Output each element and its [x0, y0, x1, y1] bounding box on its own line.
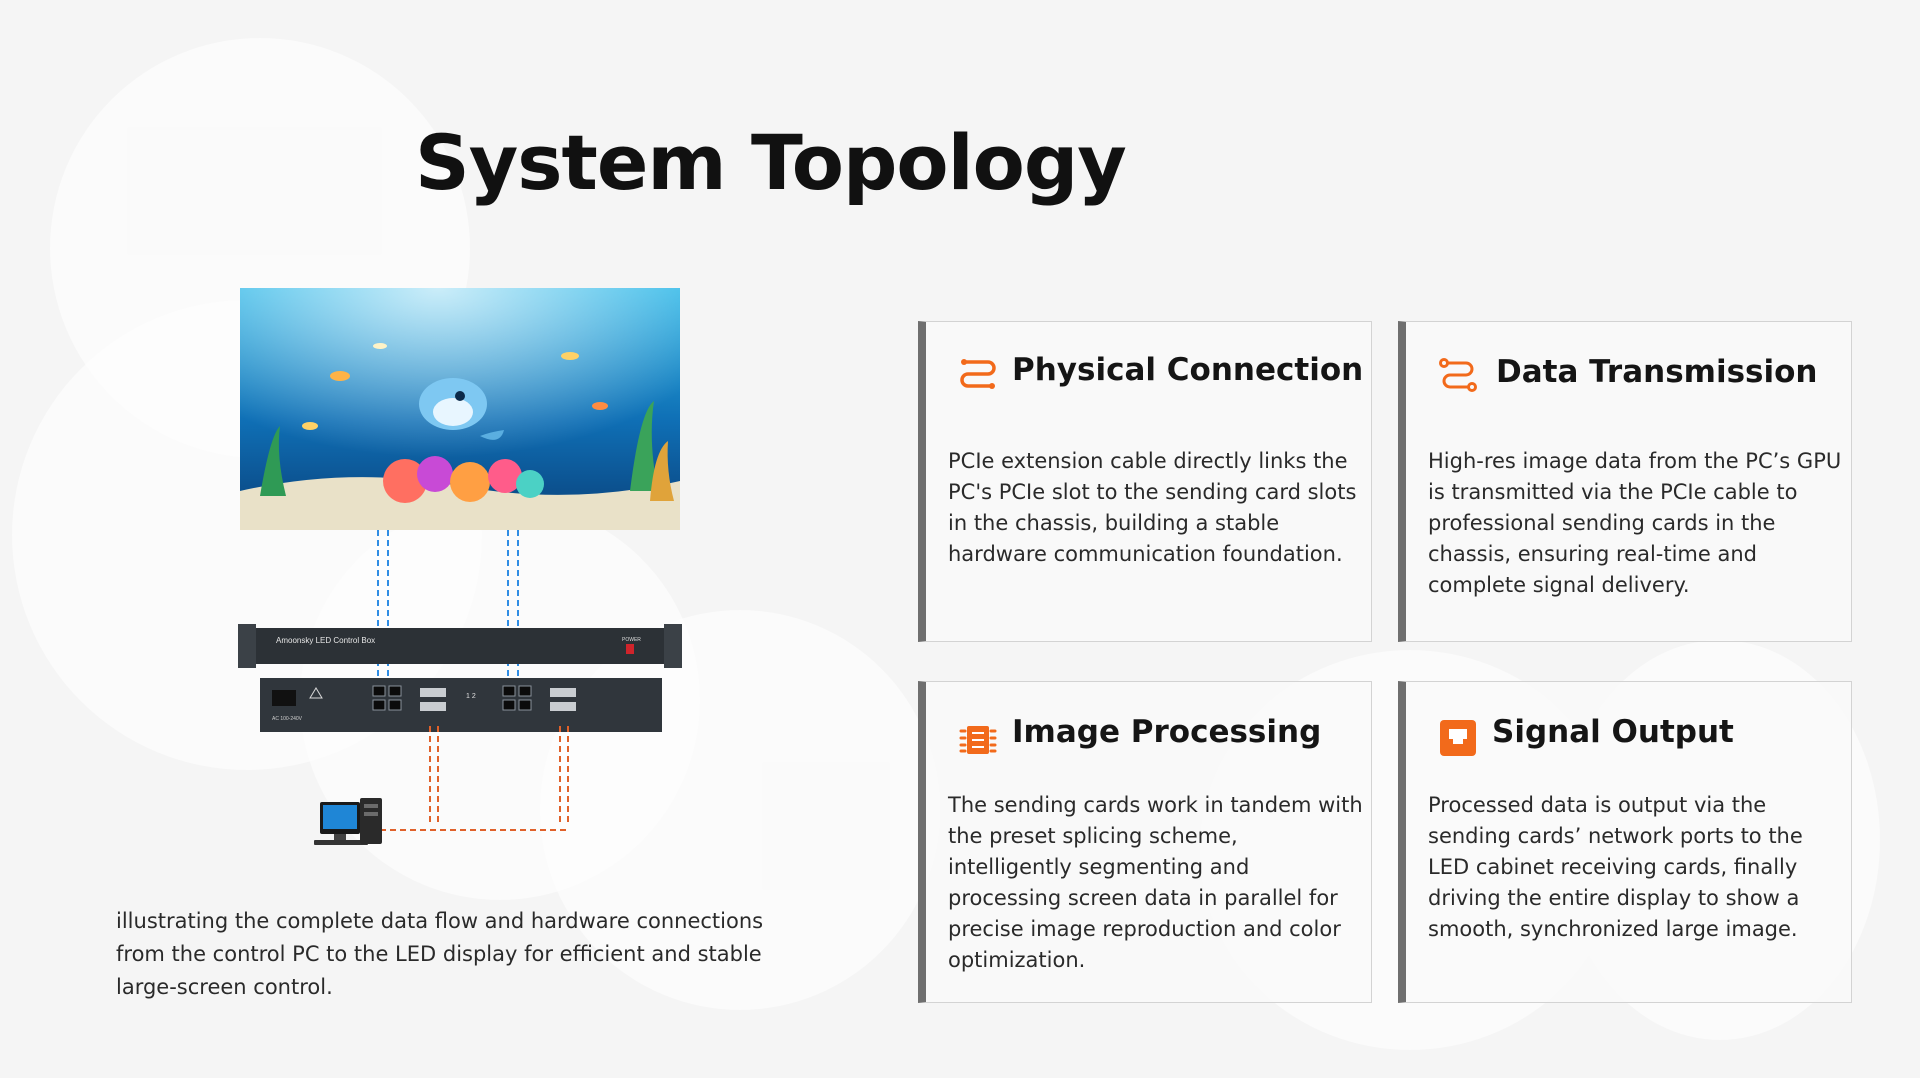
card-title: Signal Output — [1492, 714, 1734, 750]
led-control-box: Amoonsky LED Control Box POWER AC 100-24… — [238, 624, 682, 732]
chip-icon — [959, 726, 997, 754]
topology-diagram: Amoonsky LED Control Box POWER AC 100-24… — [238, 288, 682, 845]
card-title: Image Processing — [1012, 714, 1322, 750]
card-title: Data Transmission — [1496, 354, 1818, 390]
card-description: The sending cards work in tandem with th… — [948, 793, 1363, 972]
data-flow-icon — [1439, 358, 1477, 392]
card-physical-connection: Physical Connection PCIe extension cable… — [918, 321, 1372, 642]
power-switch — [626, 644, 634, 654]
card-data-transmission: Data Transmission High-res image data fr… — [1398, 321, 1852, 642]
background-circle — [540, 610, 940, 1010]
voltage-label: AC 100-240V — [272, 716, 303, 722]
cable-icon — [960, 359, 996, 389]
card-description: High-res image data from the PC’s GPU is… — [1428, 449, 1842, 597]
display-link-cables — [377, 530, 519, 698]
controller-label: Amoonsky LED Control Box — [276, 636, 375, 645]
card-signal-output: Signal Output Processed data is output v… — [1398, 681, 1852, 1003]
topology-caption: illustrating the complete data flow and … — [116, 909, 764, 999]
network-port-icon — [1440, 720, 1476, 756]
led-display — [240, 288, 680, 530]
card-title: Physical Connection — [1012, 352, 1364, 388]
power-label: POWER — [622, 637, 641, 643]
control-pc — [314, 798, 382, 845]
card-image-processing: Image Processing The sending cards work … — [918, 681, 1372, 1003]
card-description: Processed data is output via the sending… — [1428, 793, 1803, 941]
card-description: PCIe extension cable directly links the … — [948, 449, 1357, 566]
pcie-cables — [380, 726, 570, 831]
page-title: System Topology — [415, 118, 1127, 207]
port-numbers: 1 2 — [466, 693, 476, 700]
